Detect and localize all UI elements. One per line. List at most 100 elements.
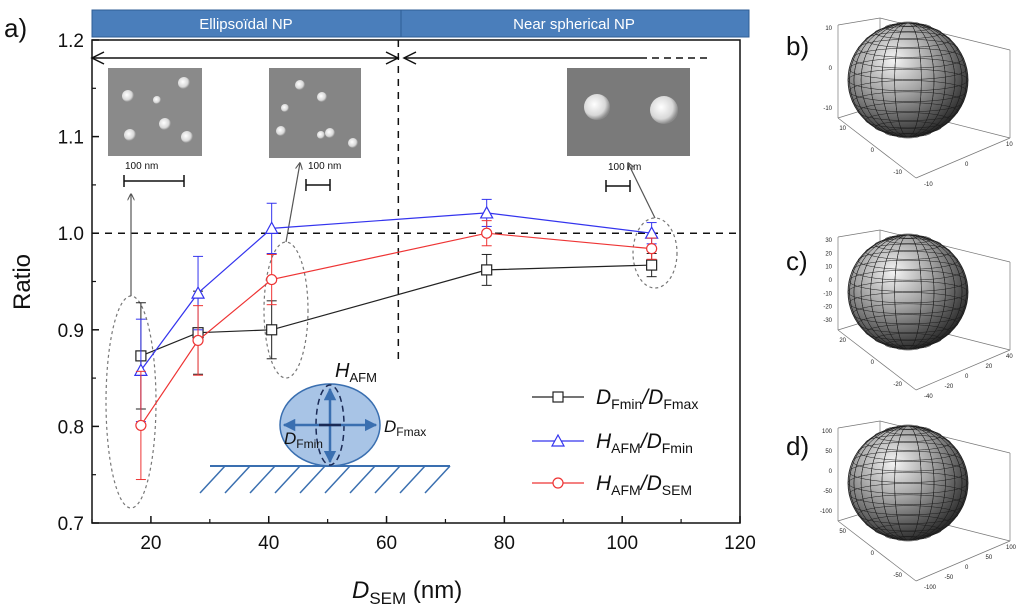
sphere-c-box-edge bbox=[837, 229, 881, 238]
sphere-b-z-tick: -10 bbox=[823, 106, 832, 112]
highlight-ellipse-2 bbox=[263, 241, 309, 379]
sphere-b-parallel bbox=[857, 102, 959, 121]
svg-text:HAFM/DSEM: HAFM/DSEM bbox=[596, 472, 692, 498]
sphere-c-z-tick: 0 bbox=[829, 278, 833, 284]
sphere-c-parallel bbox=[848, 270, 968, 292]
np-schematic: HAFM DFmin DFmax bbox=[199, 360, 451, 494]
sphere-d-x-tick: 100 bbox=[1006, 545, 1017, 551]
sphere-c-parallel bbox=[865, 243, 951, 260]
sphere-d-parallel bbox=[848, 461, 968, 483]
sphere-c-parallel bbox=[884, 340, 932, 350]
sphere-b-y-tick: 0 bbox=[871, 148, 875, 154]
series-blue-point-1 bbox=[191, 285, 206, 299]
sphere-panels: 100-10-10010100-103020100-10-20-30-40-20… bbox=[820, 17, 1017, 591]
sphere-b-parallel bbox=[847, 68, 969, 92]
sphere-b-parallel bbox=[874, 121, 942, 134]
sphere-c-x-tick: 20 bbox=[986, 364, 993, 370]
sphere-c-x-tick: 40 bbox=[1006, 354, 1013, 360]
highlight-ellipse-1 bbox=[105, 295, 157, 509]
series-red-point-1 bbox=[192, 334, 204, 347]
series-black-point-3 bbox=[481, 264, 493, 276]
sem-inset-2 bbox=[269, 68, 361, 158]
panel-label-d: d) bbox=[786, 431, 809, 461]
sphere-c-parallel bbox=[857, 314, 959, 333]
sphere-d-x-tick: -100 bbox=[924, 585, 937, 591]
sphere-d-parallel bbox=[852, 450, 964, 472]
panel-label-c: c) bbox=[786, 246, 808, 276]
legend-entry-blue: HAFM/DFmin bbox=[532, 430, 693, 456]
sphere-c-box-edge bbox=[915, 349, 1011, 391]
sphere-d-y-tick: -50 bbox=[893, 573, 902, 579]
series-blue-point-2 bbox=[264, 221, 279, 234]
series-blue-line bbox=[140, 212, 652, 371]
reference-lines bbox=[92, 40, 740, 365]
svg-text:HAFM/DFmin: HAFM/DFmin bbox=[596, 430, 693, 456]
sphere-d-z-tick: -50 bbox=[823, 489, 832, 495]
series-red-point-2 bbox=[266, 273, 278, 286]
sphere-b-parallel bbox=[874, 26, 942, 39]
sphere-b-parallel bbox=[865, 112, 951, 129]
sphere-c-box-edge bbox=[837, 329, 917, 391]
sphere-b-parallel bbox=[848, 80, 968, 102]
x-tick-label-5: 120 bbox=[724, 533, 756, 554]
sphere-c-parallel bbox=[896, 345, 920, 351]
sphere-c-parallel bbox=[852, 259, 964, 281]
pointer-arrow-3 bbox=[628, 163, 656, 219]
sphere-c-z-tick: 10 bbox=[825, 265, 832, 271]
series-black bbox=[135, 252, 658, 410]
sphere-c-y-tick: 20 bbox=[839, 338, 846, 344]
x-tick-label-1: 40 bbox=[258, 533, 279, 554]
sphere-c-z-tick: 30 bbox=[825, 238, 832, 244]
sphere-c-parallel bbox=[848, 292, 968, 314]
y-tick-label-0: 0.7 bbox=[58, 514, 84, 535]
diagram-h-label: HAFM bbox=[335, 360, 377, 385]
sphere-d-x-tick: -50 bbox=[945, 575, 954, 581]
sphere-b-parallel bbox=[865, 31, 951, 48]
sphere-d-parallel bbox=[865, 434, 951, 451]
sphere-b-y-tick: 10 bbox=[839, 126, 846, 132]
y-tick-label-2: 0.9 bbox=[58, 321, 84, 342]
x-tick-label-3: 80 bbox=[494, 533, 515, 554]
series-red-point-3 bbox=[481, 227, 493, 239]
sphere-b-x-tick: 10 bbox=[1006, 142, 1013, 148]
highlight-ellipse-3 bbox=[632, 217, 678, 289]
legend-entry-black: DFmin/DFmax bbox=[532, 386, 698, 412]
x-axis-title: DSEM (nm) bbox=[352, 577, 462, 608]
sphere-b-y-tick: -10 bbox=[893, 170, 902, 176]
sphere-b-parallel bbox=[896, 133, 920, 139]
y-axis-title: Ratio bbox=[9, 254, 36, 310]
sphere-d-x-tick: 50 bbox=[986, 555, 993, 561]
scale-bar-1-label: 100 nm bbox=[125, 161, 158, 172]
diagram-dmax-label: DFmax bbox=[384, 417, 426, 439]
sphere-c-z-tick: 20 bbox=[825, 251, 832, 257]
sphere-b-z-tick: 0 bbox=[829, 66, 833, 72]
y-tick-label-5: 1.2 bbox=[58, 31, 84, 52]
sphere-b-parallel bbox=[848, 58, 968, 80]
region-band-spherical bbox=[400, 9, 750, 38]
sphere-d-parallel bbox=[874, 524, 942, 537]
series-black-point-4 bbox=[646, 259, 658, 271]
sphere-b-box-edge bbox=[915, 137, 1011, 179]
series-blue-point-3 bbox=[479, 205, 494, 219]
scale-bar-1: 100 nm bbox=[123, 161, 185, 187]
sphere-d-parallel bbox=[865, 515, 951, 532]
sphere-d-box-edge bbox=[915, 540, 1011, 582]
series-black-line bbox=[140, 264, 652, 357]
svg-text:DFmin/DFmax: DFmin/DFmax bbox=[596, 386, 698, 412]
scale-bar-3-label: 100 nm bbox=[608, 162, 641, 173]
sphere-d-box-edge bbox=[837, 520, 917, 582]
series-black-point-2 bbox=[266, 324, 278, 336]
sphere-c-parallel bbox=[857, 251, 959, 270]
sphere-d-parallel bbox=[857, 442, 959, 461]
sphere-c-parallel bbox=[874, 333, 942, 346]
region-band-ellipsoidal bbox=[91, 9, 402, 38]
sphere-b-parallel bbox=[852, 47, 964, 69]
sphere-d-parallel bbox=[896, 424, 920, 430]
diagram-dmin-label: DFmin bbox=[284, 429, 323, 451]
sphere-d-parallel bbox=[896, 536, 920, 542]
sphere-d-parallel bbox=[848, 483, 968, 505]
sphere-b-z-tick: 10 bbox=[825, 26, 832, 32]
